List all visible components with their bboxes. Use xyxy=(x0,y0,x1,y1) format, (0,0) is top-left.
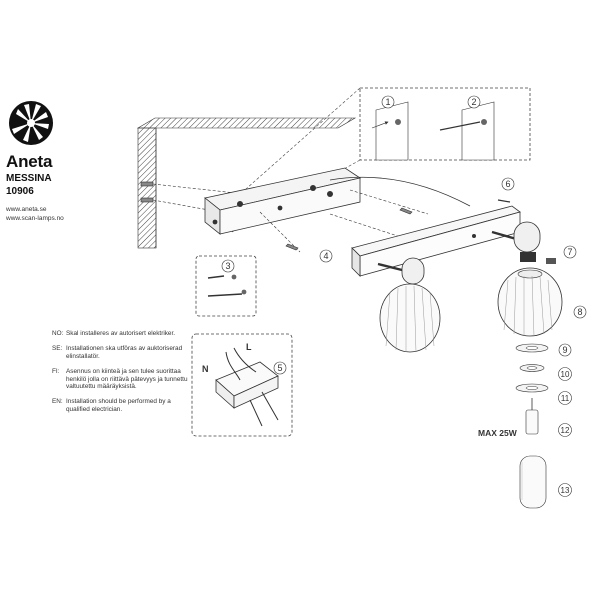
lamp-shade-right xyxy=(491,221,563,337)
note-text: Installationen ska utföras av auktoriser… xyxy=(66,345,183,360)
step-number: 4 xyxy=(323,251,328,261)
step-number: 2 xyxy=(471,97,476,107)
step-marker: 6 xyxy=(501,177,515,191)
detail-box-screws xyxy=(195,255,257,317)
model-code: 10906 xyxy=(6,186,34,197)
detail-box-terminal xyxy=(191,333,293,437)
step-number: 7 xyxy=(567,247,572,257)
step-number: 5 xyxy=(277,363,282,373)
wall xyxy=(136,117,357,249)
step-markers: 1 2 3 4 5 6 7 8 9 10 11 12 13 xyxy=(221,95,587,497)
note-lang: EN: xyxy=(52,398,63,406)
step-number: 13 xyxy=(561,486,570,495)
website-link: www.aneta.se xyxy=(6,206,47,213)
step-marker: 1 xyxy=(381,95,395,109)
plate-screw xyxy=(497,199,511,203)
step-number: 11 xyxy=(561,394,570,403)
note-lang: SE: xyxy=(52,345,63,353)
step-number: 12 xyxy=(561,426,570,435)
note-text: Skal installeres av autorisert elektrike… xyxy=(66,330,176,337)
step-marker: 10 xyxy=(558,367,572,381)
step-marker: 2 xyxy=(467,95,481,109)
step-marker: 5 xyxy=(273,361,287,375)
step-marker: 3 xyxy=(221,259,235,273)
wire-label-neutral: N xyxy=(202,364,209,374)
note-text: Installation should be performed by a qu… xyxy=(66,398,171,413)
note-text: Asennus on kiinteä ja sen tulee suoritta… xyxy=(66,368,188,391)
parts-stack xyxy=(515,343,549,509)
installation-notes: NO: Skal installeres av autorisert elekt… xyxy=(52,330,192,421)
step-number: 10 xyxy=(561,370,570,379)
note-item: NO: Skal installeres av autorisert elekt… xyxy=(52,330,192,337)
step-marker: 12 xyxy=(558,423,572,437)
note-item: FI: Asennus on kiinteä ja sen tulee suor… xyxy=(52,368,192,390)
screws xyxy=(259,189,429,253)
mounting-bracket xyxy=(204,167,361,235)
lamp-shade-left xyxy=(377,257,441,353)
step-marker: 9 xyxy=(558,343,572,357)
model-name: MESSINA xyxy=(6,173,52,184)
step-number: 9 xyxy=(562,345,567,355)
step-marker: 11 xyxy=(558,391,572,405)
note-item: SE: Installationen ska utföras av auktor… xyxy=(52,345,192,360)
wall-plate xyxy=(351,205,521,277)
brand-name: Aneta xyxy=(6,152,53,171)
step-marker: 13 xyxy=(558,483,572,497)
aneta-logo-icon xyxy=(9,101,53,145)
note-lang: NO: xyxy=(52,330,64,337)
note-lang: FI: xyxy=(52,368,60,376)
step-marker: 7 xyxy=(563,245,577,259)
lamp-holder-nut xyxy=(546,258,556,264)
step-marker: 4 xyxy=(319,249,333,263)
step-number: 8 xyxy=(577,307,582,317)
wire-label-live: L xyxy=(246,342,252,352)
step-number: 3 xyxy=(225,261,230,271)
note-item: EN: Installation should be performed by … xyxy=(52,398,192,413)
step-number: 6 xyxy=(505,179,510,189)
website-link: www.scan-lamps.no xyxy=(6,215,64,222)
step-number: 1 xyxy=(385,97,390,107)
bulb-rating: MAX 25W xyxy=(478,428,518,438)
power-cable xyxy=(329,176,471,207)
step-marker: 8 xyxy=(573,305,587,319)
